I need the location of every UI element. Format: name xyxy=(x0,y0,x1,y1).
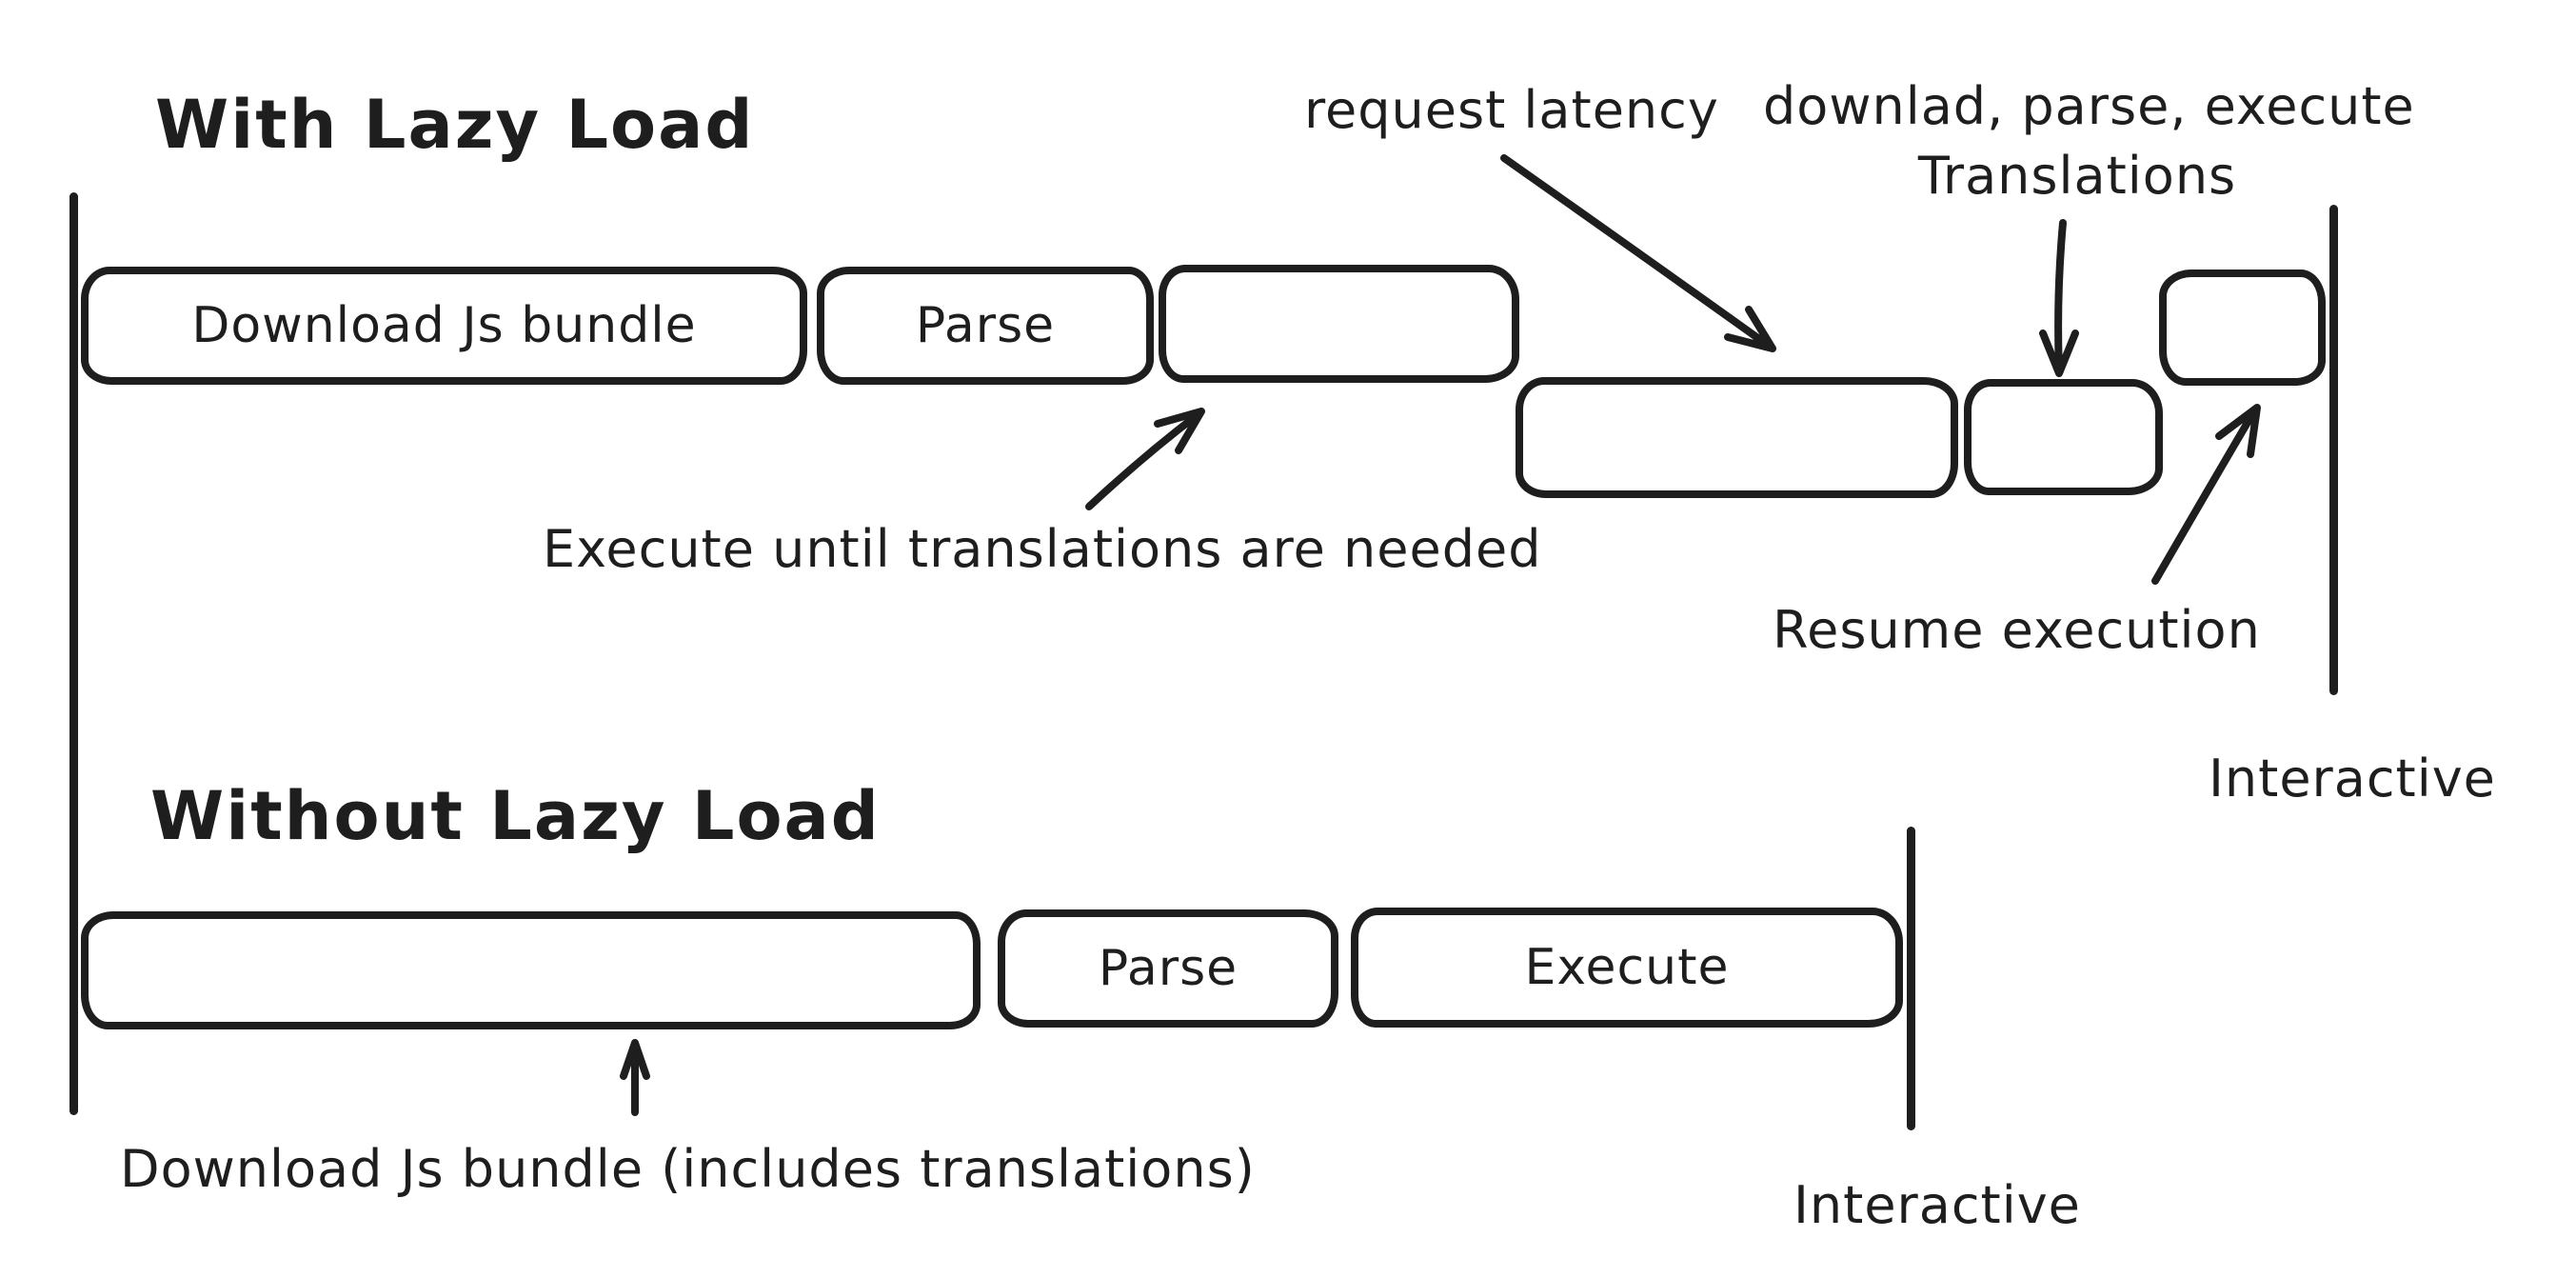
box-parse-lazy: Parse xyxy=(817,267,1154,385)
interactive-line-eager xyxy=(1907,827,1915,1130)
arrow-request-latency xyxy=(1500,154,1776,352)
resume-execution-label: Resume execution xyxy=(1773,600,2261,660)
box-download-translations xyxy=(1964,379,2163,495)
box-execute-eager: Execute xyxy=(1351,908,1903,1028)
arrow-download-bundle xyxy=(620,1039,650,1116)
box-download-js-bundle-full xyxy=(81,911,981,1029)
arrow-translations xyxy=(2039,219,2079,377)
interactive-label-lazy: Interactive xyxy=(2209,749,2496,809)
box-request-latency xyxy=(1516,377,1958,498)
download-parse-execute-line2: Translations xyxy=(1917,145,2237,206)
arrow-resume-execution xyxy=(2151,404,2261,585)
box-execute-until-needed xyxy=(1159,265,1519,383)
execute-until-label: Execute until translations are needed xyxy=(543,519,1542,579)
arrow-execute-until xyxy=(1085,408,1205,510)
without-lazy-load-title: Without Lazy Load xyxy=(150,777,881,855)
download-parse-execute-line1: downlad, parse, execute xyxy=(1763,76,2415,136)
box-parse-eager-label: Parse xyxy=(1098,940,1238,997)
download-bundle-label: Download Js bundle (includes translation… xyxy=(120,1139,1256,1199)
box-download-js-bundle: Download Js bundle xyxy=(81,267,807,385)
interactive-line-lazy xyxy=(2329,205,2338,695)
with-lazy-load-title: With Lazy Load xyxy=(155,86,755,164)
box-download-js-bundle-label: Download Js bundle xyxy=(191,297,697,354)
download-parse-execute-label: downlad, parse, execute Translations xyxy=(1763,72,2415,211)
box-resume-execution xyxy=(2159,270,2326,386)
interactive-label-eager: Interactive xyxy=(1793,1175,2081,1235)
box-execute-eager-label: Execute xyxy=(1524,939,1730,996)
box-parse-eager: Parse xyxy=(998,909,1338,1028)
timeline-start-line xyxy=(69,192,78,1115)
request-latency-label: request latency xyxy=(1304,80,1719,140)
box-parse-lazy-label: Parse xyxy=(915,297,1056,354)
